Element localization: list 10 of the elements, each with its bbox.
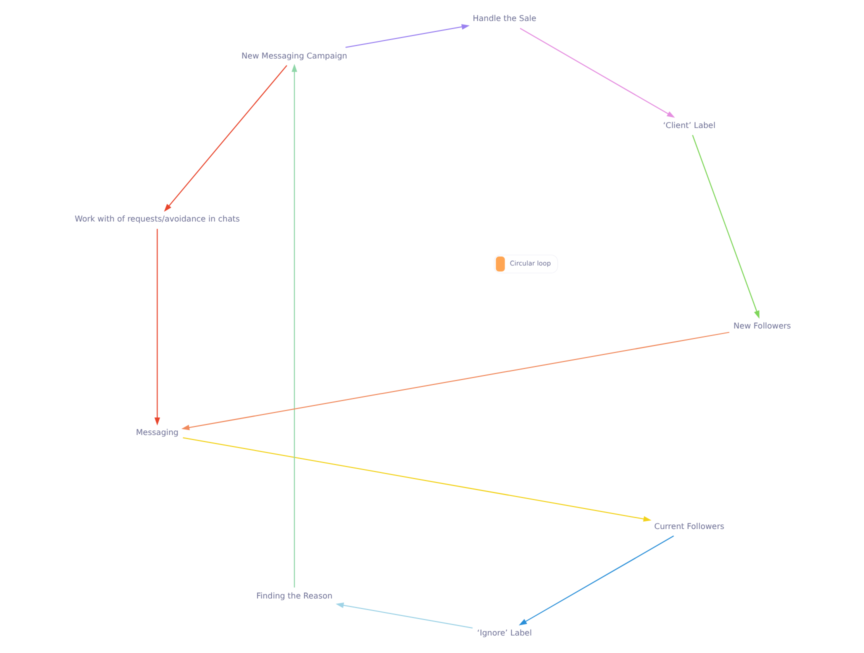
arrow bbox=[692, 134, 759, 319]
arrow bbox=[291, 64, 297, 588]
arrow bbox=[180, 332, 730, 430]
arrow bbox=[335, 602, 473, 629]
arrow bbox=[182, 437, 651, 522]
arrow bbox=[519, 28, 674, 118]
arrow bbox=[164, 64, 287, 212]
arrow bbox=[154, 228, 160, 426]
arrow bbox=[344, 24, 470, 48]
arrow bbox=[518, 535, 674, 626]
